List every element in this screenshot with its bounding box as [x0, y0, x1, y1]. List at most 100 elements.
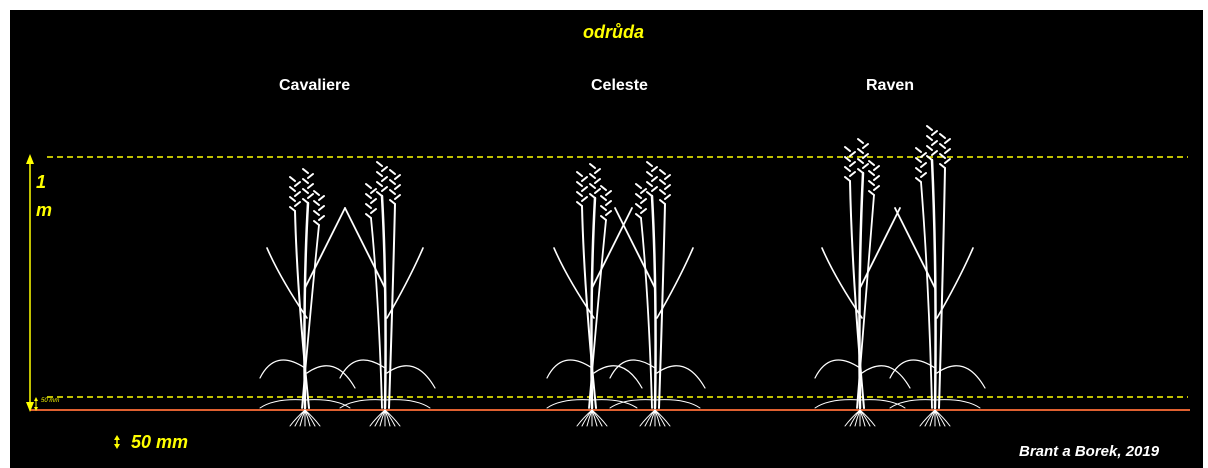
panicle-spikelet — [858, 139, 863, 143]
plant-leaf — [387, 366, 435, 388]
panicle-spikelet — [863, 144, 868, 148]
panicle-spikelet — [636, 194, 641, 198]
plant-leaf — [305, 208, 345, 288]
plant-leaf — [937, 366, 985, 388]
panicle-spikelet — [590, 194, 595, 198]
panicle-spikelet — [377, 182, 382, 186]
meter-arrow-head-top — [26, 154, 34, 164]
panicle-spikelet — [647, 192, 652, 196]
panicle-spikelet — [858, 169, 863, 173]
panicle-spikelet — [303, 169, 308, 173]
panicle-spikelet — [590, 174, 595, 178]
panicle-spikelet — [921, 173, 926, 177]
plant-leaf — [895, 208, 935, 288]
panicle-spikelet — [390, 190, 395, 194]
plant-stem — [921, 182, 932, 408]
plant-stem — [652, 196, 656, 408]
panicle-spikelet — [606, 211, 611, 215]
panicle-spikelet — [290, 197, 295, 201]
panicle-spikelet — [390, 180, 395, 184]
panicle-spikelet — [850, 162, 855, 166]
panicle-spikelet — [366, 204, 371, 208]
panicle-spikelet — [308, 194, 313, 198]
panicle-spikelet — [371, 209, 376, 213]
figure-title: odrůda — [583, 22, 644, 43]
panicle-spikelet — [660, 190, 665, 194]
panicle-spikelet — [665, 195, 670, 199]
panicle-spikelet — [582, 197, 587, 201]
panicle-spikelet — [652, 167, 657, 171]
panicle-spikelet — [295, 182, 300, 186]
panicle-spikelet — [927, 136, 932, 140]
panicle-spikelet — [319, 206, 324, 210]
panicle-spikelet — [869, 161, 874, 165]
panicle-spikelet — [595, 189, 600, 193]
panicle-spikelet — [940, 134, 945, 138]
panicle-spikelet — [858, 159, 863, 163]
variety-label-cavaliere: Cavaliere — [279, 77, 350, 95]
panicle-spikelet — [395, 175, 400, 179]
panicle-spikelet — [395, 185, 400, 189]
panicle-spikelet — [582, 187, 587, 191]
panicle-spikelet — [377, 162, 382, 166]
panicle-spikelet — [945, 139, 950, 143]
panicle-spikelet — [927, 126, 932, 130]
plant-stem — [371, 218, 382, 408]
panicle-spikelet — [290, 207, 295, 211]
plant-leaf — [547, 400, 592, 408]
plant-leaf — [345, 208, 385, 288]
panicle-spikelet — [314, 221, 319, 225]
panicle-spikelet — [366, 194, 371, 198]
panicle-spikelet — [319, 196, 324, 200]
panicle-spikelet — [921, 153, 926, 157]
panicle-spikelet — [636, 184, 641, 188]
plant-leaf — [260, 360, 305, 378]
panicle-spikelet — [916, 168, 921, 172]
panicle-spikelet — [590, 184, 595, 188]
plant-leaf — [657, 366, 705, 388]
panicle-spikelet — [641, 199, 646, 203]
panicle-spikelet — [601, 216, 606, 220]
panicle-spikelet — [647, 162, 652, 166]
plant-leaf — [815, 360, 860, 378]
plant-leaf — [862, 366, 910, 388]
panicle-spikelet — [858, 149, 863, 153]
panicle-spikelet — [874, 186, 879, 190]
panicle-spikelet — [314, 201, 319, 205]
plant-leaf — [815, 400, 860, 408]
panicle-spikelet — [863, 164, 868, 168]
panicle-spikelet — [932, 151, 937, 155]
plant-leaf — [307, 366, 355, 388]
plant-leaf — [260, 400, 305, 408]
panicle-spikelet — [641, 209, 646, 213]
meter-scale-label: 1 m — [36, 168, 50, 224]
panicle-spikelet — [314, 191, 319, 195]
panicle-spikelet — [945, 149, 950, 153]
plant-leaf — [547, 360, 592, 378]
panicle-spikelet — [371, 189, 376, 193]
panicle-spikelet — [916, 158, 921, 162]
panicle-spikelet — [647, 182, 652, 186]
panicle-spikelet — [940, 164, 945, 168]
panicle-spikelet — [366, 184, 371, 188]
panicle-spikelet — [850, 172, 855, 176]
panicle-spikelet — [927, 146, 932, 150]
panicle-spikelet — [916, 178, 921, 182]
panicle-spikelet — [595, 169, 600, 173]
plant-leaf — [860, 208, 900, 288]
panicle-spikelet — [665, 175, 670, 179]
panicle-spikelet — [382, 187, 387, 191]
plant-stem — [382, 196, 386, 408]
plant-leaf — [615, 208, 655, 288]
panicle-spikelet — [390, 170, 395, 174]
panicle-spikelet — [606, 191, 611, 195]
panicle-spikelet — [582, 177, 587, 181]
panicle-spikelet — [606, 201, 611, 205]
panicle-spikelet — [377, 192, 382, 196]
panicle-spikelet — [601, 196, 606, 200]
plant-leaf — [935, 400, 980, 408]
panicle-spikelet — [845, 147, 850, 151]
panicle-spikelet — [647, 172, 652, 176]
panicle-spikelet — [295, 192, 300, 196]
